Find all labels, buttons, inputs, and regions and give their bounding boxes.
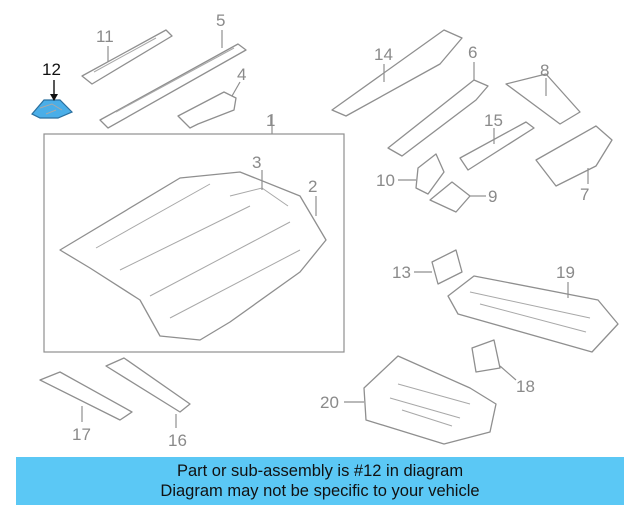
- part-12-highlighted[interactable]: [31, 80, 74, 119]
- part-6[interactable]: [387, 79, 489, 157]
- part-19[interactable]: [447, 275, 619, 353]
- callout-6: 6: [468, 43, 477, 62]
- part-8[interactable]: [505, 73, 581, 125]
- callout-18: 18: [516, 377, 535, 396]
- part-4[interactable]: [177, 91, 237, 129]
- callout-19: 19: [556, 263, 575, 282]
- floor-pan[interactable]: [59, 171, 327, 341]
- part-15[interactable]: [459, 121, 535, 171]
- callout-12: 12: [42, 60, 61, 79]
- callout-2: 2: [308, 177, 317, 196]
- callout-5: 5: [216, 11, 225, 30]
- callout-4: 4: [237, 65, 246, 84]
- part-20[interactable]: [363, 355, 497, 445]
- callout-16: 16: [168, 431, 187, 450]
- part-16[interactable]: [105, 357, 191, 413]
- parts-diagram: 12 11 5 4 1 3 2 14 6 8: [31, 11, 619, 450]
- callout-13: 13: [392, 263, 411, 282]
- part-13[interactable]: [431, 249, 463, 285]
- info-banner: Part or sub-assembly is #12 in diagram D…: [16, 457, 624, 505]
- part-5[interactable]: [99, 43, 247, 129]
- assembly-1-box: [43, 133, 345, 353]
- callout-14: 14: [374, 45, 393, 64]
- part-7[interactable]: [535, 125, 613, 187]
- banner-line-2: Diagram may not be specific to your vehi…: [160, 482, 480, 500]
- callout-10: 10: [376, 171, 395, 190]
- callout-3: 3: [252, 153, 261, 172]
- part-18[interactable]: [471, 339, 501, 373]
- callout-11: 11: [96, 27, 114, 46]
- part-11[interactable]: [81, 29, 173, 85]
- callout-17: 17: [72, 425, 91, 444]
- callout-1: 1: [266, 111, 275, 130]
- banner-line-1: Part or sub-assembly is #12 in diagram: [176, 462, 464, 480]
- callout-9: 9: [488, 187, 497, 206]
- part-17[interactable]: [39, 371, 133, 421]
- callout-7: 7: [580, 185, 589, 204]
- part-10[interactable]: [415, 153, 445, 195]
- part-14[interactable]: [331, 29, 463, 117]
- callout-15: 15: [484, 111, 503, 130]
- part-9[interactable]: [429, 181, 471, 213]
- callout-20: 20: [320, 393, 339, 412]
- callout-8: 8: [540, 61, 549, 80]
